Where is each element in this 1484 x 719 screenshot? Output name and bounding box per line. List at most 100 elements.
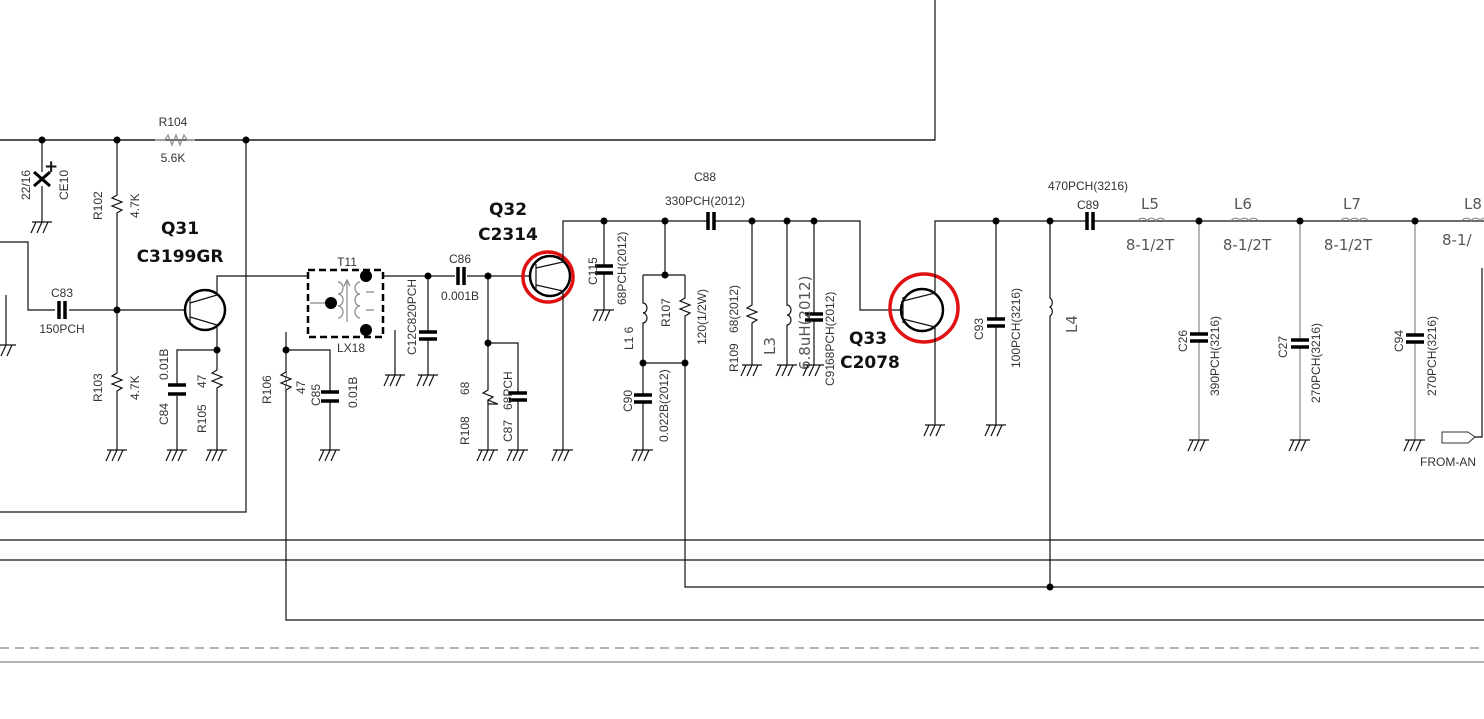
c93-value: 100PCH(3216): [1009, 288, 1023, 368]
r104-value: 5.6K: [161, 151, 186, 165]
c87-value: 68PCH: [501, 371, 515, 410]
c12-label: C12C820PCH: [405, 279, 419, 355]
ground-icon: [740, 364, 762, 377]
junction-dot: [38, 136, 46, 144]
r108-c87: R108 68 C87 68PCH: [458, 276, 527, 450]
c87-ref: C87: [501, 420, 515, 442]
q32: Q32 C2314: [478, 200, 655, 450]
ground-icon: [1403, 439, 1425, 452]
c83: C83 150PCH: [39, 286, 84, 336]
l7-ref: L7: [1343, 195, 1361, 213]
junction-dot: [748, 217, 756, 225]
junction-dot: [783, 217, 791, 225]
c115: C115 68PCH(2012): [586, 221, 629, 310]
c89-value: 470PCH(3216): [1048, 179, 1128, 193]
junction-dot: [213, 346, 221, 354]
ground-icon: [551, 449, 573, 462]
r108-value: 68: [458, 381, 472, 395]
ground-icon: [318, 449, 340, 462]
r109-ref: R109: [727, 343, 741, 372]
c12: C12C820PCH: [405, 276, 437, 375]
ground-icon: [476, 449, 498, 462]
ground-icon: [592, 309, 614, 322]
r106-c85: R106 47 C85 0.01B: [260, 371, 360, 408]
q33-highlight-ring: [888, 272, 960, 344]
ce10-ref: CE10: [57, 170, 71, 200]
q31-ref: Q31: [161, 219, 199, 239]
c83-ref: C83: [51, 286, 73, 300]
r109-value: 68(2012): [727, 285, 741, 333]
c90-value: 0.022B(2012): [657, 369, 671, 442]
r107-value: 120(1/2W): [695, 289, 709, 345]
ground-icon: [383, 374, 405, 387]
r105-value: 47: [195, 374, 209, 388]
from-an-connector: FROM-AN: [1420, 268, 1483, 469]
r102: R102 4.7K: [91, 140, 142, 310]
r105-ref: R105: [195, 404, 209, 433]
ground-icon: [923, 424, 945, 437]
r104-ref: R104: [159, 115, 188, 129]
c88-value: 330PCH(2012): [665, 194, 745, 208]
c86: C86 0.001B: [441, 252, 479, 303]
c115-value: 68PCH(2012): [615, 232, 629, 305]
c27-value: 270PCH(3216): [1309, 323, 1323, 403]
junction-dot: [113, 306, 121, 314]
q32-ref: Q32: [489, 200, 527, 220]
junction-dot: [1046, 217, 1054, 225]
q31-part: C3199GR: [137, 247, 224, 267]
c93-l4: C93 100PCH(3216) L4: [972, 221, 1081, 587]
junction-dot: [424, 272, 432, 280]
junction-dot: [242, 136, 250, 144]
c89-ref: C89: [1077, 198, 1099, 212]
junction-dot: [113, 136, 121, 144]
c27-ref: C27: [1276, 336, 1290, 358]
r108-ref: R108: [458, 416, 472, 445]
l3-value: 6.8uH(2012): [796, 275, 814, 370]
c90-ref: C90: [621, 390, 635, 412]
ground-icon: [205, 449, 227, 462]
ground-icon: [1187, 439, 1209, 452]
q32-highlight-ring: [521, 250, 575, 304]
junction-dot: [661, 271, 669, 279]
c26-ref: C26: [1176, 330, 1190, 352]
q33: Q33 C2078: [840, 220, 1484, 425]
ground-icon: [30, 221, 52, 234]
c85-value: 0.01B: [346, 377, 360, 408]
r106-ref: R106: [260, 375, 274, 404]
c93-ref: C93: [972, 318, 986, 340]
q31: Q31 C3199GR: [137, 219, 308, 350]
l5-value: 8-1/2T: [1126, 236, 1175, 254]
c86-ref: C86: [449, 252, 471, 266]
c86-value: 0.001B: [441, 289, 479, 303]
junction-dot: [1195, 217, 1203, 225]
ground-icon: [416, 374, 438, 387]
r107-ref: R107: [659, 298, 673, 327]
q33-part: C2078: [840, 353, 900, 373]
r109-l3-c91: R109 68(2012) L3 6.8uH(2012) C91 68PCH(2…: [727, 221, 837, 386]
junction-dot: [992, 217, 1000, 225]
r102-value: 4.7K: [128, 193, 142, 218]
from-an-label: FROM-AN: [1420, 455, 1476, 469]
c88-ref: C88: [694, 170, 716, 184]
ground-icon: [0, 344, 16, 357]
junction-dot: [1296, 217, 1304, 225]
r103-ref: R103: [91, 373, 105, 402]
l8-ref: L8: [1464, 195, 1482, 213]
ground-icon: [165, 449, 187, 462]
junction-dot: [282, 346, 290, 354]
l1-r107-c90: L1 6 R107 120(1/2W) C90 0.022B(2012): [621, 221, 1484, 588]
ground-icon: [1288, 439, 1310, 452]
junction-dot: [484, 339, 492, 347]
c115-ref: C115: [586, 257, 600, 285]
c91-value: 68PCH(2012): [823, 292, 837, 365]
l6-value: 8-1/2T: [1223, 236, 1272, 254]
junction-dot: [1411, 217, 1419, 225]
l6-ref: L6: [1234, 195, 1252, 213]
ground-icon: [984, 424, 1006, 437]
c84-r105: C84 0.01B R105 47: [157, 349, 224, 450]
r102-ref: R102: [91, 191, 105, 220]
c85-ref: C85: [309, 384, 323, 406]
c84-ref: C84: [157, 403, 171, 425]
t11-transformer: T11 LX18: [285, 255, 1484, 621]
